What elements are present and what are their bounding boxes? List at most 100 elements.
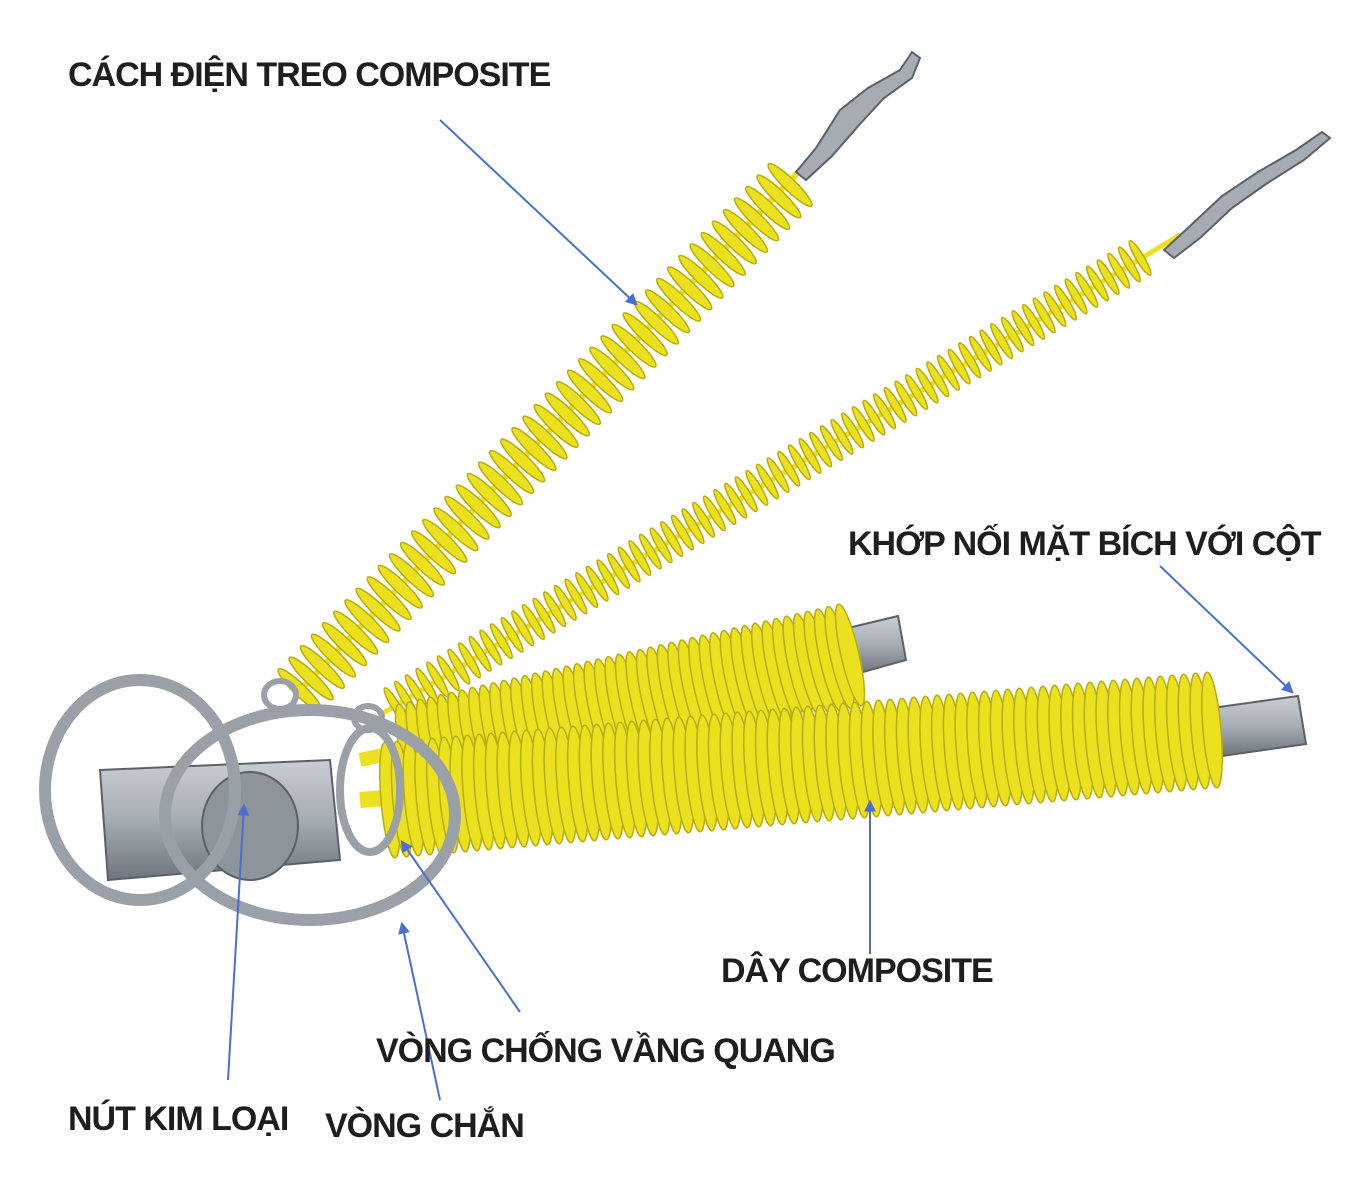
middle-suspension-sheds <box>383 239 1152 724</box>
insulator-shed <box>862 399 886 436</box>
shield-ring-main <box>159 704 461 926</box>
upper-clevis-fitting <box>794 50 922 182</box>
insulator-shed <box>915 367 939 404</box>
insulator-shed <box>436 655 460 692</box>
insulator-shed <box>691 501 716 538</box>
insulator-shed <box>521 603 546 641</box>
metal-cap-end <box>201 771 299 881</box>
insulator-shed <box>553 584 577 621</box>
insulator-shed <box>422 518 468 563</box>
insulator-shed <box>477 461 524 506</box>
insulator-shed <box>532 597 556 634</box>
label-corona-ring: VÒNG CHỐNG VẦNG QUANG <box>376 1032 836 1070</box>
insulator-shed <box>344 599 390 644</box>
insulator-shed <box>333 610 379 655</box>
insulator-shed <box>585 565 609 602</box>
arrow-composite-insulator <box>439 119 638 306</box>
insulator-shed <box>979 329 1003 366</box>
arrow-shield-ring <box>398 921 441 1101</box>
insulator-shed <box>926 361 950 398</box>
insulator-shed <box>713 488 737 526</box>
insulator-shed <box>989 322 1014 360</box>
suspension-fittings <box>794 50 1332 260</box>
insulator-shed <box>1085 265 1110 302</box>
insulator-shed <box>511 610 535 647</box>
insulator-shed <box>522 415 568 460</box>
insulator-shed <box>488 449 535 494</box>
insulator-shed <box>1128 239 1152 277</box>
insulator-shed <box>1064 278 1088 315</box>
insulator-shed <box>611 323 657 368</box>
arrow-corona-ring <box>400 840 521 1013</box>
middle-clevis-fitting <box>1162 130 1332 260</box>
insulator-shed <box>883 386 907 423</box>
insulator-shed <box>578 358 624 403</box>
insulator-shed <box>479 629 503 666</box>
insulator-shed <box>433 507 479 552</box>
insulator-shed <box>542 591 567 628</box>
insulator-shed <box>628 540 652 577</box>
insulator-shed <box>667 266 713 311</box>
insulator-shed <box>733 197 780 242</box>
insulator-shed <box>670 514 695 551</box>
insulator-shed <box>589 346 635 391</box>
top-eye-ring-2 <box>351 703 385 733</box>
insulator-shed <box>533 403 579 449</box>
insulator-shed <box>644 289 691 334</box>
insulator-shed <box>1107 252 1131 289</box>
base-hardware <box>39 674 461 926</box>
insulator-shed <box>809 431 833 468</box>
insulator-shed <box>600 335 646 380</box>
arrow-metal-cap <box>227 803 250 1081</box>
insulator-shed <box>410 530 457 575</box>
insulator-shed <box>722 208 769 253</box>
insulator-shed <box>555 381 602 426</box>
insulator-shed <box>787 444 812 481</box>
insulator-shed <box>745 185 791 231</box>
insulator-shed <box>756 174 802 219</box>
label-flange-joint: KHỚP NỐI MẶT BÍCH VỚI CỘT <box>848 525 1321 563</box>
insulator-shed <box>466 472 512 517</box>
insulator-shed <box>968 335 993 372</box>
insulator-shed <box>723 482 748 519</box>
top-eye-ring <box>261 678 299 712</box>
insulator-shed <box>596 559 620 596</box>
insulator-shed <box>767 162 813 208</box>
label-metal-cap: NÚT KIM LOẠI <box>68 1100 289 1138</box>
insulator-shed <box>834 603 866 707</box>
insulator-shed <box>1075 271 1099 308</box>
insulator-shed <box>310 633 357 678</box>
upper-suspension-sheds <box>277 162 813 713</box>
insulator-shed <box>678 254 724 299</box>
insulator-shed <box>894 380 918 417</box>
insulator-shed <box>606 552 631 589</box>
insulator-shed <box>936 354 961 391</box>
insulator-shed <box>755 463 780 500</box>
insulator-shed <box>711 220 757 265</box>
insulator-shed <box>745 469 769 506</box>
insulator-shed <box>299 644 345 690</box>
insulator-shed <box>455 484 501 529</box>
insulator-shed <box>447 648 471 685</box>
insulator-shed <box>468 635 492 672</box>
insulator-shed <box>500 438 546 483</box>
insulator-shed <box>288 656 334 701</box>
insulator-shed <box>660 520 684 558</box>
lower-flange-joint <box>1210 694 1308 758</box>
insulator-shed <box>819 425 844 462</box>
insulator-shed <box>734 476 758 513</box>
insulator-shed <box>617 546 641 583</box>
insulator-shed <box>851 405 875 443</box>
insulator-shed <box>544 392 590 437</box>
shield-ring-outer <box>39 674 241 906</box>
insulator-shed <box>702 495 726 532</box>
insulator-sheds <box>277 162 1223 859</box>
insulator-shed <box>1096 259 1120 296</box>
insulator-shed <box>489 623 514 660</box>
insulator-shed <box>366 576 412 621</box>
insulator-shed <box>1053 284 1078 321</box>
insulator-shed <box>700 231 746 276</box>
leader-arrows <box>227 119 1294 1101</box>
insulator-shed <box>904 374 929 411</box>
insulator-shed <box>377 564 423 609</box>
